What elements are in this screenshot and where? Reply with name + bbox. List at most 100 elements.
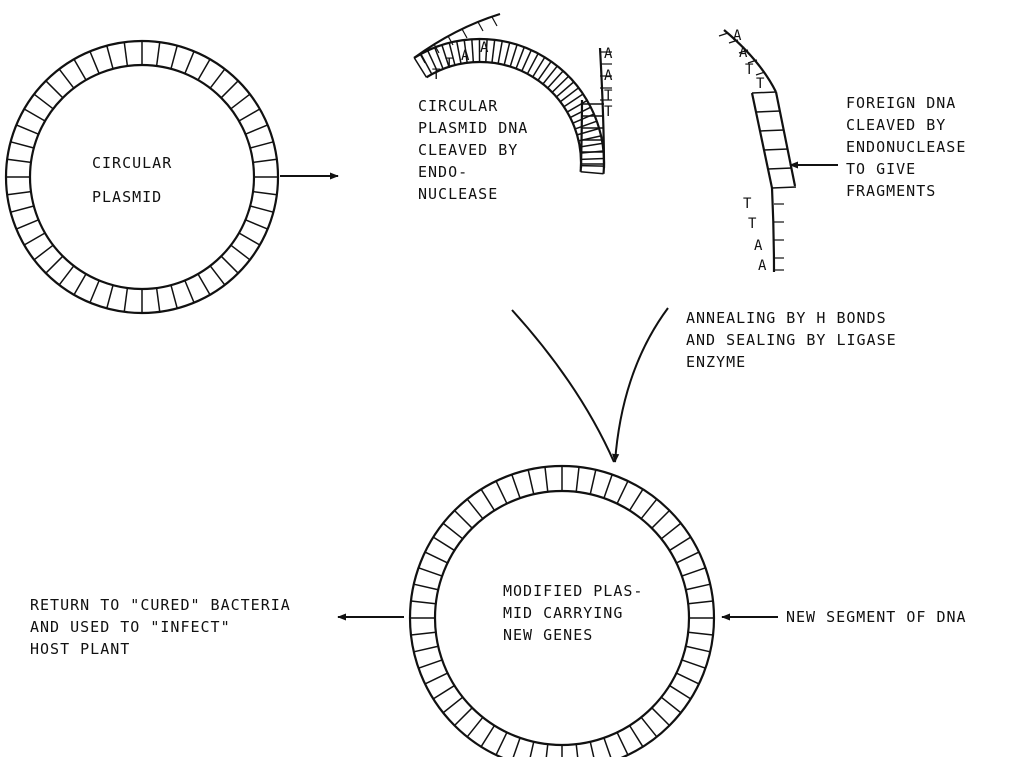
curve-from-foreign-dna: [612, 307, 669, 463]
return-label-1: RETURN TO "CURED" BACTERIA: [30, 596, 291, 614]
cleaved-plasmid-left-base-pair: [420, 53, 433, 75]
modified-plasmid-base-pair: [589, 469, 597, 495]
modified-plasmid-base-pair: [424, 672, 448, 685]
cleaved-plasmid-left-base-pair: [574, 120, 597, 130]
cleaved-right-base-2: A: [604, 68, 613, 84]
curve-from-cleaved-plasmid: [511, 309, 615, 463]
cleaved-plasmid-left-base-pair: [515, 46, 525, 69]
cleaved-plasmid-left-base-pair: [413, 57, 428, 78]
foreign-dna-bottom-strand: [770, 187, 776, 273]
circular-plasmid-base-pair: [23, 108, 46, 122]
foreign-bottom-base-3: A: [754, 238, 763, 254]
circular-plasmid-base-pair: [10, 205, 35, 213]
modified-plasmid-base-pair: [688, 600, 714, 605]
cleaved-label-4: ENDO-: [418, 163, 468, 181]
circular-plasmid-base-pair: [33, 93, 54, 110]
modified-plasmid-base-pair: [676, 551, 700, 564]
foreign-dna-sticky-tick: [718, 32, 729, 37]
foreign-dna-right-strand: [774, 91, 797, 187]
circular-plasmid-base-pair: [58, 265, 75, 286]
circular-plasmid-label-2: PLASMID: [92, 188, 162, 206]
cleaved-plasmid-left-base-pair: [566, 99, 588, 113]
modified-plasmid-base-pair: [616, 480, 629, 504]
cleaved-plasmid-left-base-pair: [503, 42, 511, 66]
cleaved-plasmid-left-base-pair: [580, 164, 604, 167]
modified-plasmid-base-pair: [669, 536, 692, 552]
modified-plasmid-base-pair: [466, 498, 484, 520]
modified-plasmid-base-pair: [512, 737, 521, 757]
circular-plasmid-ring: [4, 39, 280, 315]
cleaved-top-base-3: A: [461, 48, 470, 64]
circular-plasmid-base-pair: [73, 273, 87, 296]
foreign-dna-top-strand: [723, 29, 777, 93]
modified-plasmid-base-pair: [688, 631, 714, 636]
modified-plasmid-base-pair: [589, 741, 595, 757]
modified-plasmid-base-pair: [669, 684, 692, 700]
foreign-label-5: FRAGMENTS: [846, 182, 936, 200]
modified-plasmid-base-pair: [575, 466, 580, 492]
cleaved-top-base-1: T: [432, 67, 441, 83]
return-label-2: AND USED TO "INFECT": [30, 618, 231, 636]
modified-plasmid-base-pair: [466, 716, 484, 738]
cleaved-plasmid-left-base-pair: [471, 39, 475, 63]
cleaved-top-base-2: T: [445, 56, 454, 72]
modified-plasmid-base-pair: [418, 567, 443, 577]
cleaved-plasmid-left-base-pair: [569, 106, 592, 119]
cleaved-plasmid-left-base-pair: [521, 49, 532, 72]
circular-plasmid-base-pair: [249, 141, 274, 149]
circular-plasmid-base-pair: [106, 45, 114, 70]
cleaved-plasmid-left-base-pair: [580, 171, 604, 175]
cleaved-right-base-3: T: [604, 88, 613, 104]
annealing-label-1: ANNEALING BY H BONDS: [686, 309, 887, 327]
circular-plasmid-base-pair: [238, 108, 261, 122]
annealing-label-2: AND SEALING BY LIGASE: [686, 331, 897, 349]
circular-plasmid-base-pair: [170, 45, 178, 70]
modified-plasmid-base-pair: [495, 480, 508, 504]
circular-plasmid-base-pair: [10, 141, 35, 149]
cleaved-plasmid-sticky-tick: [447, 35, 454, 46]
modified-plasmid-base-pair: [480, 488, 496, 511]
cleaved-plasmid-left-base-pair: [532, 56, 546, 78]
annealing-label-3: ENZYME: [686, 353, 746, 371]
modified-plasmid-ring: [408, 464, 716, 757]
foreign-dna-base-pair: [759, 129, 785, 132]
circular-plasmid-base-pair: [45, 80, 64, 99]
modified-plasmid-base-pair: [681, 567, 706, 577]
circular-plasmid-base-pair: [16, 219, 39, 230]
cleaved-plasmid-left-base-pair: [463, 39, 468, 63]
circular-plasmid-base-pair: [170, 284, 178, 309]
cleaved-plasmid-left-base-pair: [542, 65, 558, 85]
modified-plasmid-base-pair: [603, 474, 613, 499]
modified-plasmid-base-pair: [685, 583, 711, 591]
cleaved-plasmid-right-outer: [598, 47, 606, 169]
circular-plasmid-base-pair: [238, 232, 261, 246]
cleaved-plasmid-sticky-tick: [461, 28, 468, 39]
modified-plasmid-base-pair: [628, 725, 644, 748]
circular-plasmid-base-pair: [123, 42, 129, 67]
circular-plasmid-base-pair: [7, 190, 32, 196]
cleaved-plasmid-left-base-pair: [434, 47, 444, 70]
modified-plasmid-base-pair: [640, 716, 658, 738]
circular-plasmid-base-pair: [106, 284, 114, 309]
modified-plasmid-base-pair: [432, 684, 455, 700]
cleaved-plasmid-sticky-tick: [419, 53, 426, 64]
modified-plasmid-base-pair: [410, 600, 436, 605]
modified-plasmid-base-pair: [424, 551, 448, 564]
foreign-top-base-2: A: [739, 45, 748, 61]
cleaved-plasmid-left-base-pair: [526, 53, 539, 75]
cleaved-plasmid-left-base-pair: [551, 75, 570, 93]
modified-plasmid-base-pair: [676, 672, 700, 685]
cleaved-plasmid-top-strand: [413, 12, 501, 59]
cleaved-right-base-4: T: [604, 104, 613, 120]
foreign-dna-left-strand: [750, 92, 774, 189]
modified-label-3: NEW GENES: [503, 626, 593, 644]
foreign-dna-base-pair: [763, 148, 789, 151]
cleaved-plasmid-left-base-pair: [455, 41, 462, 64]
foreign-dna-base-pair: [771, 186, 797, 189]
modified-plasmid-base-pair: [442, 696, 464, 714]
circular-plasmid-base-pair: [155, 42, 161, 67]
cleaved-label-3: CLEAVED BY: [418, 141, 518, 159]
cleaved-plasmid-left-inner-edge: [425, 60, 583, 172]
modified-plasmid-base-pair: [527, 469, 535, 495]
modified-label-1: MODIFIED PLAS-: [503, 582, 643, 600]
